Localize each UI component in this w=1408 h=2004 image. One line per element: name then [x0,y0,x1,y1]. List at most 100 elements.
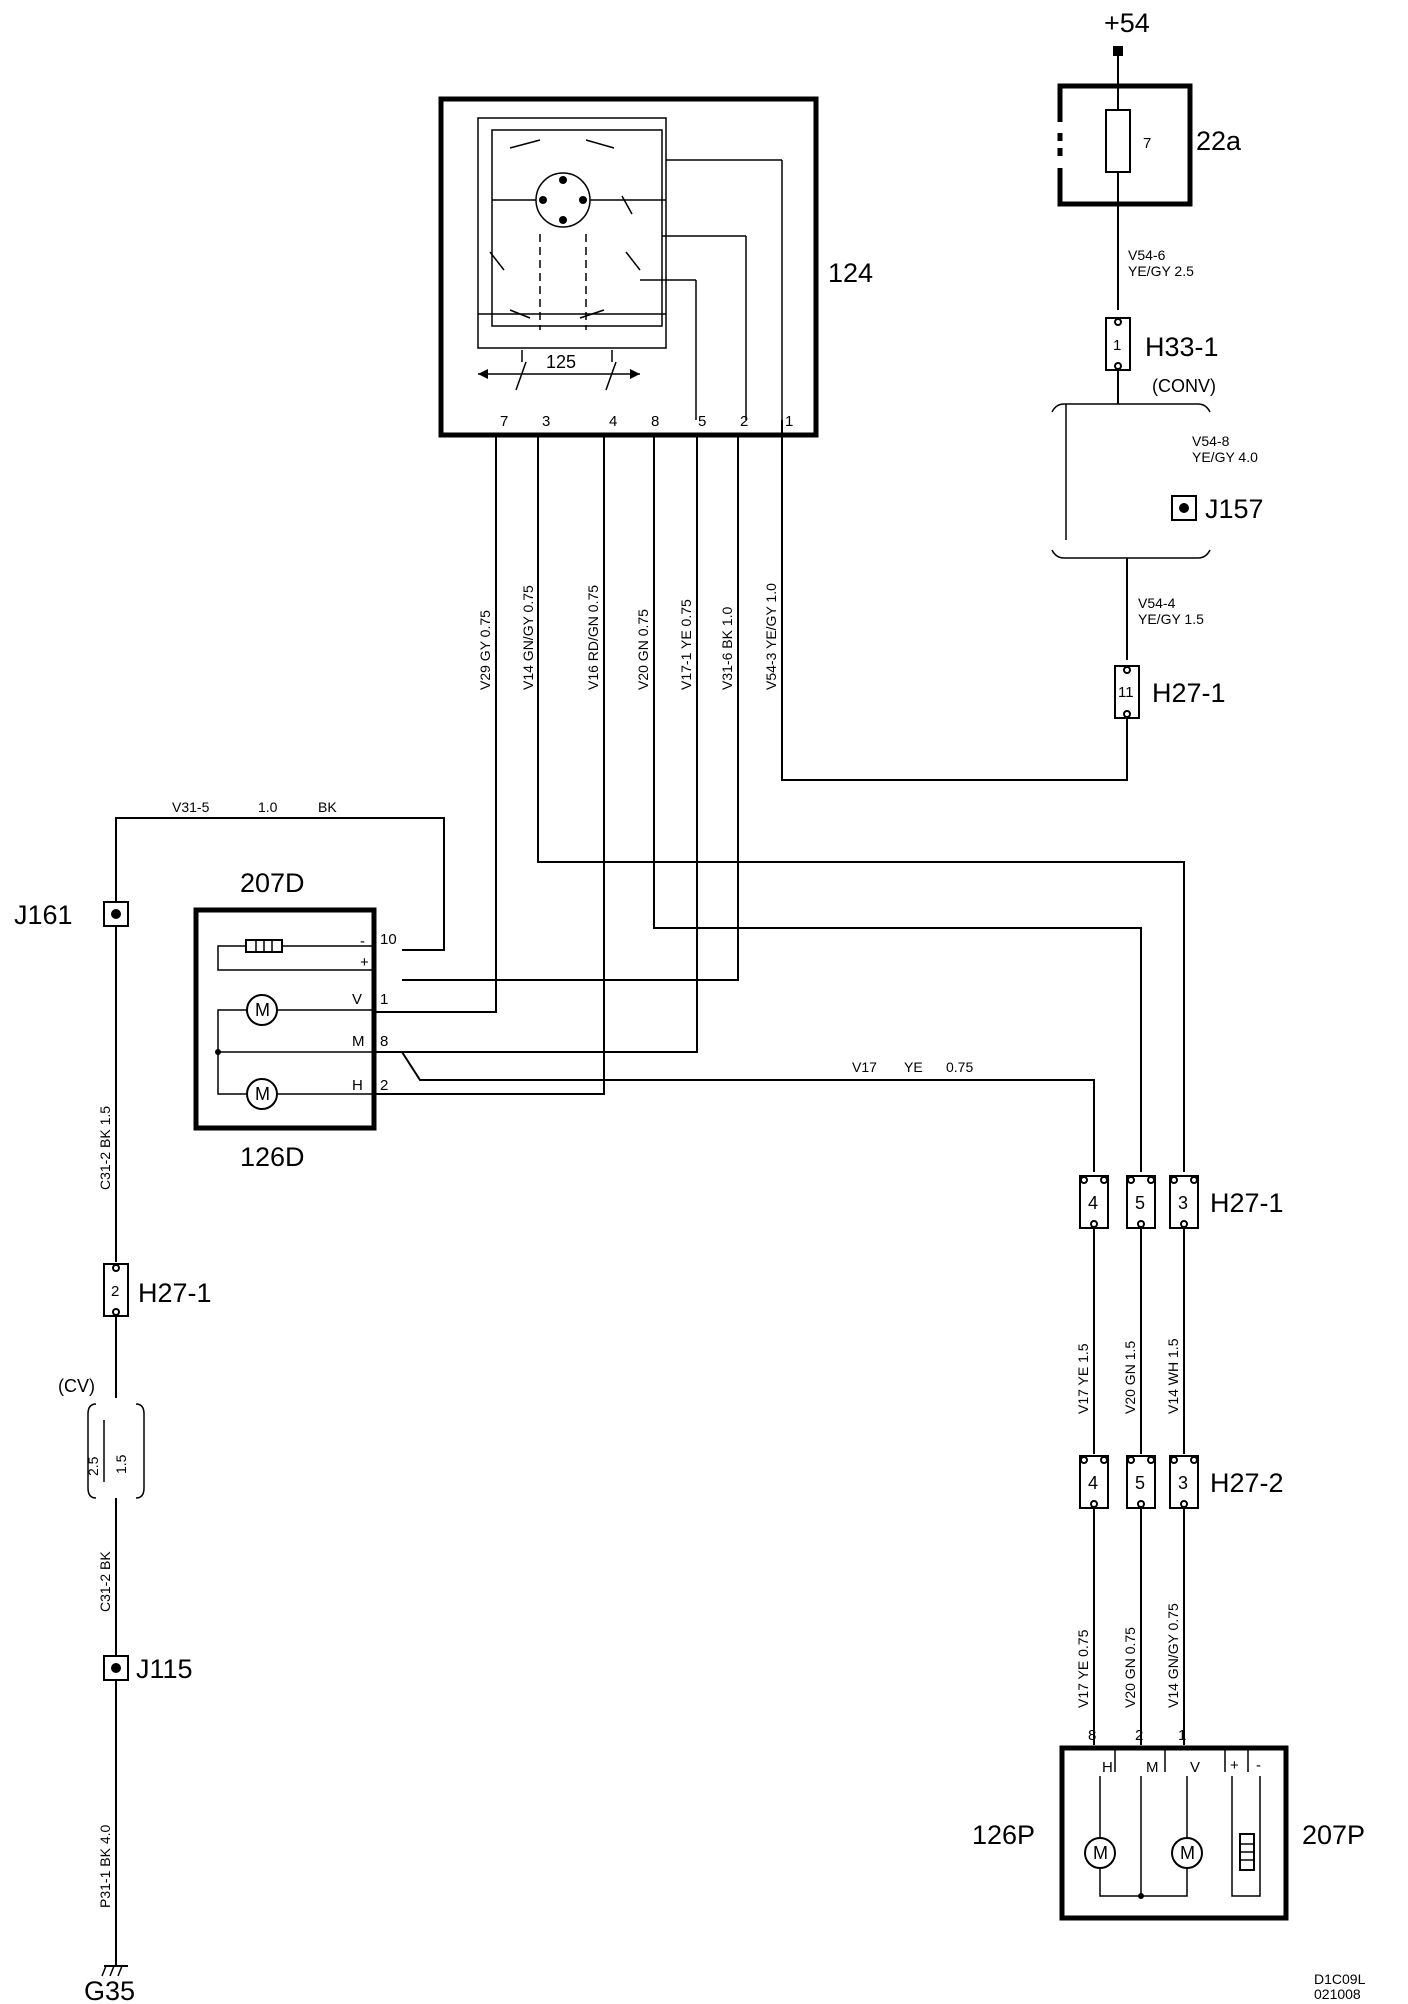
switch-pin-8: 8 [651,413,659,430]
h27-mid-label: H27-1 [1210,1188,1284,1218]
motor-v-right-label: M [1180,1843,1195,1863]
switch-inner-label: 125 [546,352,576,372]
right-pin-minus: - [1256,1757,1261,1774]
connector-h27-2: 4 5 3 H27-2 [1079,1455,1284,1509]
h33-label: H33-1 [1145,332,1219,362]
fuse-box-22a: 7 22a [1057,83,1242,207]
wire-r-v14-a: V14 WH 1.5 [1165,1338,1181,1414]
wire-v17-h-color: YE [904,1059,923,1075]
power-supply: +54 [1104,8,1150,310]
switch-pin-3: 3 [542,413,550,430]
fuse-number: 7 [1143,135,1151,152]
cv-size-b: 1.5 [113,1454,129,1474]
motor-h-right-label: M [1093,1843,1108,1863]
connector-h27-1-top: 11 H27-1 [1114,665,1226,719]
h27-2-pin-4: 4 [1088,1473,1098,1493]
right-pin-v: V [1190,1759,1200,1776]
wire-r-v20-b: V20 GN 0.75 [1122,1627,1138,1708]
wire-v31-5-size: 1.0 [258,799,278,815]
left-pin-plus: + [360,954,369,971]
wire-v17-h: V17 [852,1059,877,1075]
right-pin-8: 8 [1088,1727,1096,1744]
wire-r-v17-a: V17 YE 1.5 [1075,1343,1091,1414]
wire-v54-4-spec: YE/GY 1.5 [1138,611,1204,627]
wire-v31-5-color: BK [318,799,337,815]
wire-v31-6: V31-6 BK 1.0 [719,607,735,690]
motor-h-label: M [255,1084,270,1104]
wire-r-v20-a: V20 GN 1.5 [1122,1341,1138,1414]
wire-v17-h-size: 0.75 [946,1059,973,1075]
right-pin-plus: + [1230,1757,1239,1774]
h27-2-pin-5: 5 [1135,1473,1145,1493]
ref-date: 021008 [1314,1986,1361,2002]
junction-j161: J161 [14,900,129,930]
left-pin-1: 1 [380,991,388,1008]
wire-v54-4: V54-4 [1138,595,1176,611]
wire-v14: V14 GN/GY 0.75 [520,585,536,690]
right-pin-1: 1 [1178,1727,1186,1744]
wire-c31-2-b: C31-2 BK [97,1551,113,1612]
connector-h33-1: 1 H33-1 [1105,317,1219,371]
switch-module-124: 124 125 7 3 4 8 [438,96,873,438]
wire-r-v17-b: V17 YE 0.75 [1075,1629,1091,1708]
switch-module-label: 124 [828,258,873,288]
right-pin-2: 2 [1135,1727,1143,1744]
wire-p31-1: P31-1 BK 4.0 [97,1825,113,1908]
h27-top-pin: 11 [1118,684,1134,701]
left-pin-2: 2 [380,1077,388,1094]
switch-pin-2: 2 [740,413,748,430]
cv-size-a: 2.5 [85,1456,101,1476]
switch-pin-1: 1 [785,413,793,430]
ground-g35: G35 [84,1965,135,2004]
h27-left-pin: 2 [111,1283,119,1300]
wire-v54-8-spec: YE/GY 4.0 [1192,449,1258,465]
h27-mid-pin-5: 5 [1135,1193,1145,1213]
left-mirror-top-label: 207D [240,868,305,898]
left-pin-v: V [352,991,362,1008]
wire-c31-2-a: C31-2 BK 1.5 [97,1106,113,1190]
connector-h27-1-mid: 4 5 3 H27-1 [1079,1175,1284,1229]
j157-label: J157 [1205,494,1264,524]
junction-j157: J157 [1171,494,1264,524]
switch-pin-4: 4 [609,413,617,430]
wire-r-v14-b: V14 GN/GY 0.75 [1165,1603,1181,1708]
right-pin-h: H [1102,1759,1113,1776]
j161-label: J161 [14,900,73,930]
fuse-box-label: 22a [1196,126,1242,156]
j115-label: J115 [136,1654,193,1684]
wire-v54-3: V54-3 YE/GY 1.0 [763,583,779,690]
conv-label: (CONV) [1152,376,1216,396]
right-mirror-left-label: 126P [972,1820,1035,1850]
wire-v17-1: V17-1 YE 0.75 [678,599,694,690]
h27-mid-pin-4: 4 [1088,1193,1098,1213]
right-mirror: 8 2 1 126P 207P H M V + - M M [972,1727,1365,1921]
wire-v54-6: V54-6 [1128,247,1166,263]
supply-label: +54 [1104,8,1150,38]
left-pin-minus: - [360,933,365,950]
left-mirror-bottom-label: 126D [240,1142,305,1172]
left-pin-8: 8 [380,1033,388,1050]
right-mirror-right-label: 207P [1302,1820,1365,1850]
h33-pin: 1 [1113,337,1121,354]
motor-v-label: M [255,1000,270,1020]
h27-mid-pin-3: 3 [1178,1193,1188,1213]
fuse [1105,109,1131,173]
h27-left-label: H27-1 [138,1278,212,1308]
left-pin-h: H [352,1077,363,1094]
cv-label: (CV) [58,1376,95,1396]
left-mirror: 207D 126D M M - + V M H 10 1 8 2 [193,868,397,1172]
supply-terminal [1113,46,1123,56]
h27-top-label: H27-1 [1152,678,1226,708]
h27-2-pin-3: 3 [1178,1473,1188,1493]
switch-pin-7: 7 [500,413,508,430]
h27-2-label: H27-2 [1210,1468,1284,1498]
junction-j115: J115 [103,1654,193,1684]
connector-h27-1-left: 2 H27-1 [103,1263,212,1317]
wire-v31-5: V31-5 [172,799,210,815]
left-pin-m: M [352,1033,365,1050]
wire-v54-8: V54-8 [1192,433,1230,449]
switch-pin-5: 5 [698,413,706,430]
ref-code: D1C09L [1314,1971,1366,1987]
wire-v29: V29 GY 0.75 [477,610,493,690]
